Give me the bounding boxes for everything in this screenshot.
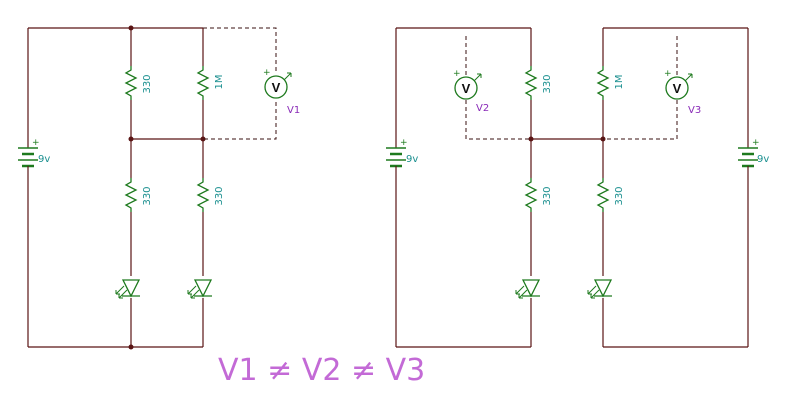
voltage-inequality-caption: V1 ≠ V2 ≠ V3	[218, 353, 426, 388]
battery-plus: +	[32, 138, 40, 148]
led-c1-right	[187, 279, 213, 299]
led-c2-left	[515, 279, 541, 299]
resistor-c2-top-left	[524, 66, 538, 100]
voltmeter-v2-symbol: V	[462, 81, 471, 96]
battery-c1: + 9v	[18, 138, 50, 172]
resistor-c1-top-right-value: 1M	[214, 75, 225, 90]
led-c2-right	[587, 279, 613, 299]
node-c1-top	[128, 25, 134, 31]
voltmeter-v1: + V V1	[263, 68, 300, 116]
battery-c2-right: + 9v	[738, 138, 769, 172]
resistor-c1-bottom-right-value: 330	[214, 186, 225, 205]
resistor-c1-bottom-right	[196, 178, 210, 212]
battery-label: 9v	[406, 154, 418, 165]
voltmeter-v2: + V V2	[453, 69, 489, 114]
node-c1-mid-left	[128, 136, 134, 142]
led-c1-left	[115, 279, 141, 299]
wire-c2-right-loop	[603, 27, 749, 348]
voltmeter-v2-label: V2	[476, 103, 489, 114]
resistor-c1-top-right	[196, 66, 210, 100]
voltmeter-v3-plus: +	[664, 69, 672, 79]
battery-label: 9v	[38, 154, 50, 165]
resistor-c1-top-left	[124, 66, 138, 100]
battery-c2-left: + 9v	[386, 138, 418, 172]
probe-c2-right	[603, 36, 678, 140]
battery-plus: +	[752, 138, 760, 148]
wire-c2-left-loop	[395, 27, 531, 348]
circuit-1: + 9v 330 1M 330 330 + V V1	[18, 25, 300, 350]
resistor-c2-bottom-left-value: 330	[542, 186, 553, 205]
resistor-c1-top-left-value: 330	[142, 74, 153, 93]
circuit-2: + 9v + 9v 330 1M 330 330	[386, 27, 769, 348]
resistor-c2-bottom-right	[596, 178, 610, 212]
battery-plus: +	[400, 138, 408, 148]
voltmeter-v3: + V V3	[664, 69, 701, 116]
node-c2-left	[528, 136, 534, 142]
resistor-c2-bottom-left	[524, 178, 538, 212]
voltmeter-v2-plus: +	[453, 69, 461, 79]
node-c1-bottom	[128, 344, 134, 350]
voltmeter-v1-label: V1	[287, 105, 300, 116]
resistor-c2-top-right-value: 1M	[614, 75, 625, 90]
resistor-c1-bottom-left	[124, 178, 138, 212]
wire-c1-loop	[27, 27, 203, 348]
resistor-c2-top-left-value: 330	[542, 74, 553, 93]
resistor-c2-bottom-right-value: 330	[614, 186, 625, 205]
voltmeter-v3-label: V3	[688, 105, 701, 116]
node-c1-mid-right	[200, 136, 206, 142]
probe-c2-left	[465, 36, 531, 140]
battery-label: 9v	[757, 154, 769, 165]
voltmeter-v3-symbol: V	[673, 81, 682, 96]
resistor-c1-bottom-left-value: 330	[142, 186, 153, 205]
voltmeter-v1-symbol: V	[272, 80, 281, 95]
probe-c1	[203, 27, 277, 140]
voltmeter-v1-plus: +	[263, 68, 271, 78]
resistor-c2-top-right	[596, 66, 610, 100]
